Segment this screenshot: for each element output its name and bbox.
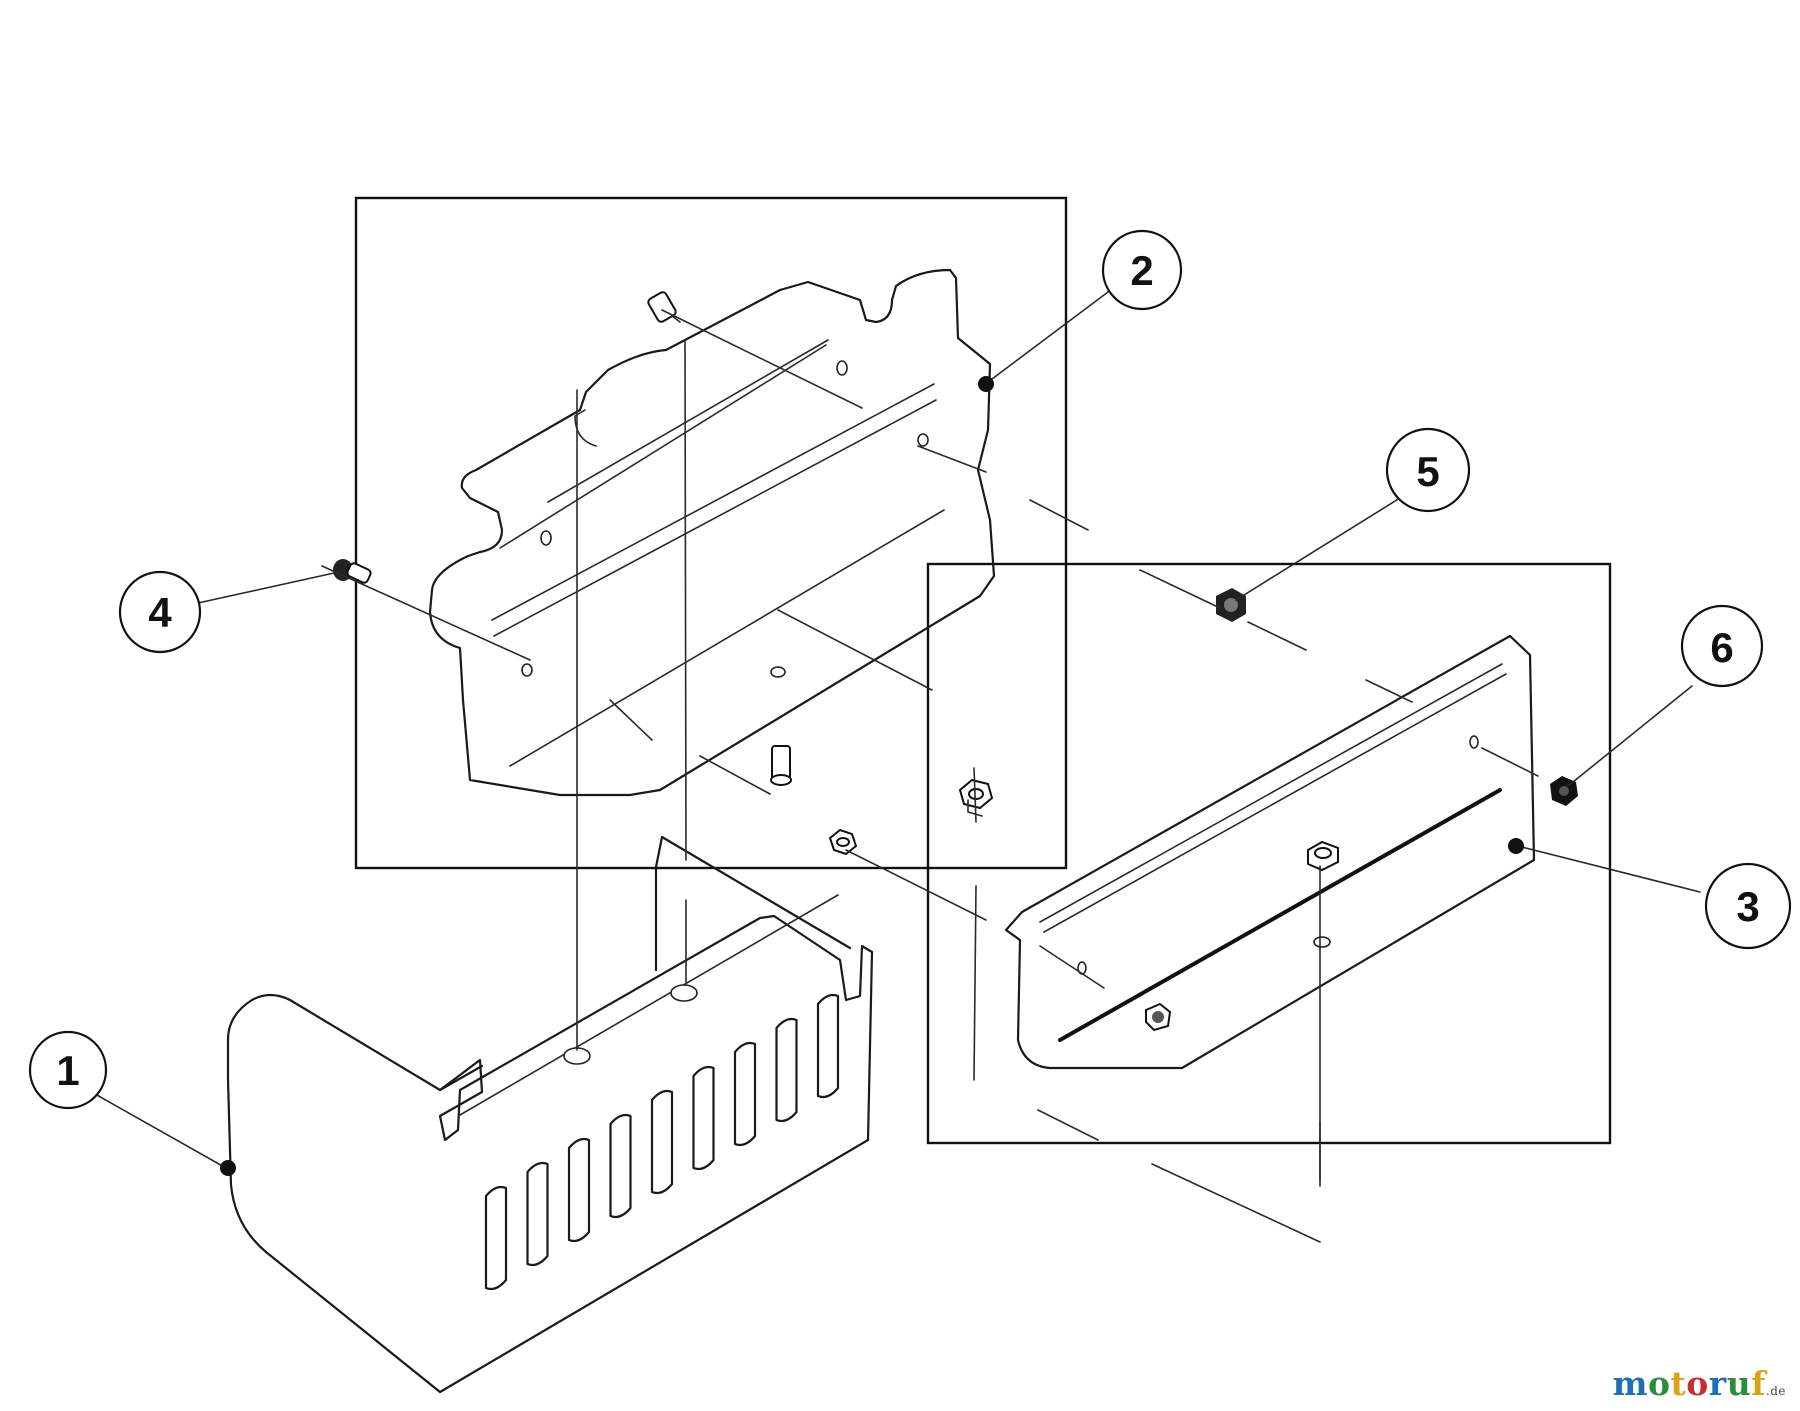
vent-slot bbox=[609, 1113, 632, 1219]
vent-slot bbox=[484, 1185, 508, 1291]
callout-6: 6 bbox=[1567, 604, 1764, 787]
watermark-letter: f bbox=[1751, 1364, 1766, 1403]
vent-slot bbox=[692, 1065, 715, 1171]
vent-slot bbox=[567, 1137, 591, 1243]
watermark-tld: .de bbox=[1765, 1384, 1786, 1398]
nut-on-plate bbox=[1145, 1002, 1172, 1032]
bolt-lower-center bbox=[770, 666, 792, 786]
watermark-letter: r bbox=[1708, 1364, 1727, 1403]
bolt-upper bbox=[647, 291, 681, 323]
callout-label-2: 2 bbox=[1130, 247, 1153, 294]
watermark-letter: m bbox=[1612, 1364, 1649, 1403]
watermark-letter: o bbox=[1686, 1364, 1709, 1403]
callout-3: 3 bbox=[1508, 838, 1792, 950]
guard-slots bbox=[484, 993, 840, 1291]
vent-slot bbox=[816, 993, 840, 1099]
watermark-letter: u bbox=[1726, 1364, 1752, 1403]
vent-slot bbox=[650, 1089, 674, 1195]
callout-label-4: 4 bbox=[148, 589, 172, 636]
callout-label-5: 5 bbox=[1416, 448, 1439, 495]
callout-label-1: 1 bbox=[56, 1047, 79, 1094]
vent-slot bbox=[733, 1041, 757, 1147]
part-4-pin bbox=[333, 559, 372, 584]
vent-slot bbox=[775, 1017, 798, 1123]
watermark-letter: o bbox=[1648, 1364, 1671, 1403]
part-3-side-plate bbox=[1004, 634, 1536, 1070]
callout-1: 1 bbox=[28, 1030, 236, 1176]
nut-floating-b bbox=[828, 828, 858, 856]
watermark-letter: t bbox=[1670, 1364, 1687, 1403]
nut-floating-a bbox=[958, 778, 994, 817]
stud-on-plate bbox=[1307, 840, 1339, 872]
vent-slot bbox=[526, 1161, 549, 1267]
part-5-nut bbox=[1216, 588, 1246, 622]
callout-2: 2 bbox=[978, 229, 1183, 392]
callout-label-3: 3 bbox=[1736, 883, 1759, 930]
assembly-lines bbox=[321, 309, 1539, 1243]
callout-5: 5 bbox=[1235, 427, 1471, 601]
callout-label-6: 6 bbox=[1710, 624, 1733, 671]
group-frame-upper-left bbox=[354, 196, 1068, 870]
part-2-mounting-plate bbox=[428, 268, 996, 797]
callout-4: 4 bbox=[118, 570, 335, 654]
group-frame-right bbox=[926, 562, 1612, 1145]
watermark-logo: motoruf.de bbox=[1613, 1364, 1786, 1403]
